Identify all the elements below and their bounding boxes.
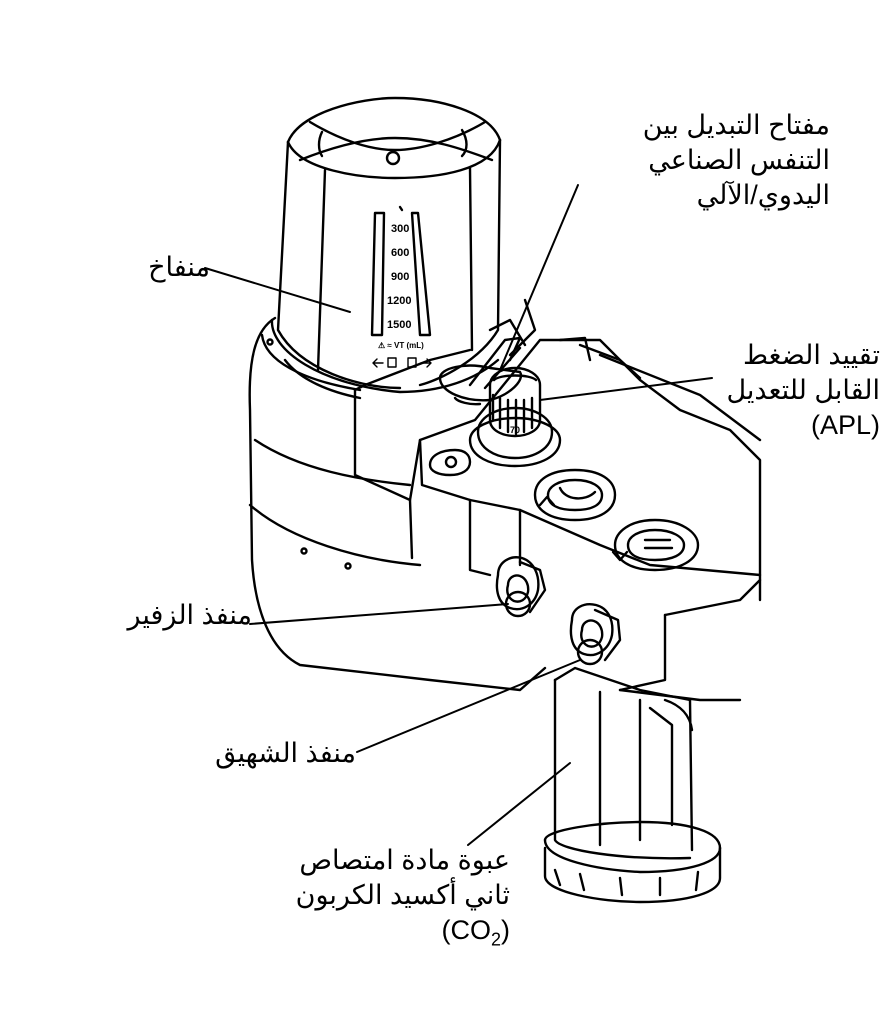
label-switch-line-1: مفتاح التبديل بين (642, 110, 830, 140)
bellows-scale: 300 600 900 1200 1500 ⚠ ≈ VT (mL) (378, 223, 424, 350)
exhale-port (495, 556, 547, 618)
leader-bellows (204, 267, 351, 313)
formula-subscript: 2 (490, 929, 501, 950)
apl-valve: 70 (468, 366, 562, 468)
label-switch-line-3: اليدوي/الآلي (696, 180, 830, 211)
scale-mark: 300 (391, 223, 409, 235)
label-apl: تقييد الضغط القابل للتعديل (APL) (700, 338, 880, 443)
base-housing (248, 316, 547, 692)
scale-mark: 1500 (387, 319, 411, 331)
manifold-block (353, 298, 762, 692)
label-inhale-port-line-1: منفذ الشهيق (215, 738, 356, 768)
scale-mark: 600 (391, 247, 409, 259)
label-apl-line-2: القابل للتعديل (726, 375, 880, 406)
leader-inhale (356, 659, 581, 753)
bellows-housing (270, 96, 502, 400)
label-canister: عبوة مادة امتصاص ثاني أكسيد الكربون (CO2… (228, 843, 510, 952)
label-canister-line-2: ثاني أكسيد الكربون (295, 880, 510, 911)
label-switch-line-2: التنفس الصناعي (648, 145, 830, 176)
leader-lines (204, 184, 713, 846)
label-exhale-port-line-1: منفذ الزفير (127, 600, 252, 630)
leader-switch (499, 184, 579, 371)
formula-suffix: ) (501, 915, 510, 946)
co2-canister (543, 666, 742, 904)
scale-footer: ⚠ ≈ VT (mL) (378, 341, 424, 350)
label-apl-abbr: (APL) (810, 410, 880, 441)
label-bellows: منفاخ (120, 250, 210, 285)
label-bellows-line-1: منفاخ (148, 252, 210, 282)
label-canister-line-1: عبوة مادة امتصاص (299, 845, 510, 875)
formula-prefix: (CO (441, 915, 491, 946)
label-exhale-port: منفذ الزفير (100, 598, 252, 633)
leader-canister (467, 762, 571, 846)
label-inhale-port: منفذ الشهيق (190, 736, 356, 771)
scale-mark: 1200 (387, 295, 411, 307)
scale-mark: 900 (391, 271, 409, 283)
leader-exhale (249, 603, 509, 625)
label-switch: مفتاح التبديل بين التنفس الصناعي اليدوي/… (590, 108, 830, 213)
label-apl-line-1: تقييد الضغط (743, 340, 880, 370)
label-canister-formula: (CO2) (228, 913, 510, 952)
inhale-port (569, 603, 622, 666)
apl-dial-value: 70 (510, 425, 520, 435)
leader-apl (539, 377, 713, 401)
